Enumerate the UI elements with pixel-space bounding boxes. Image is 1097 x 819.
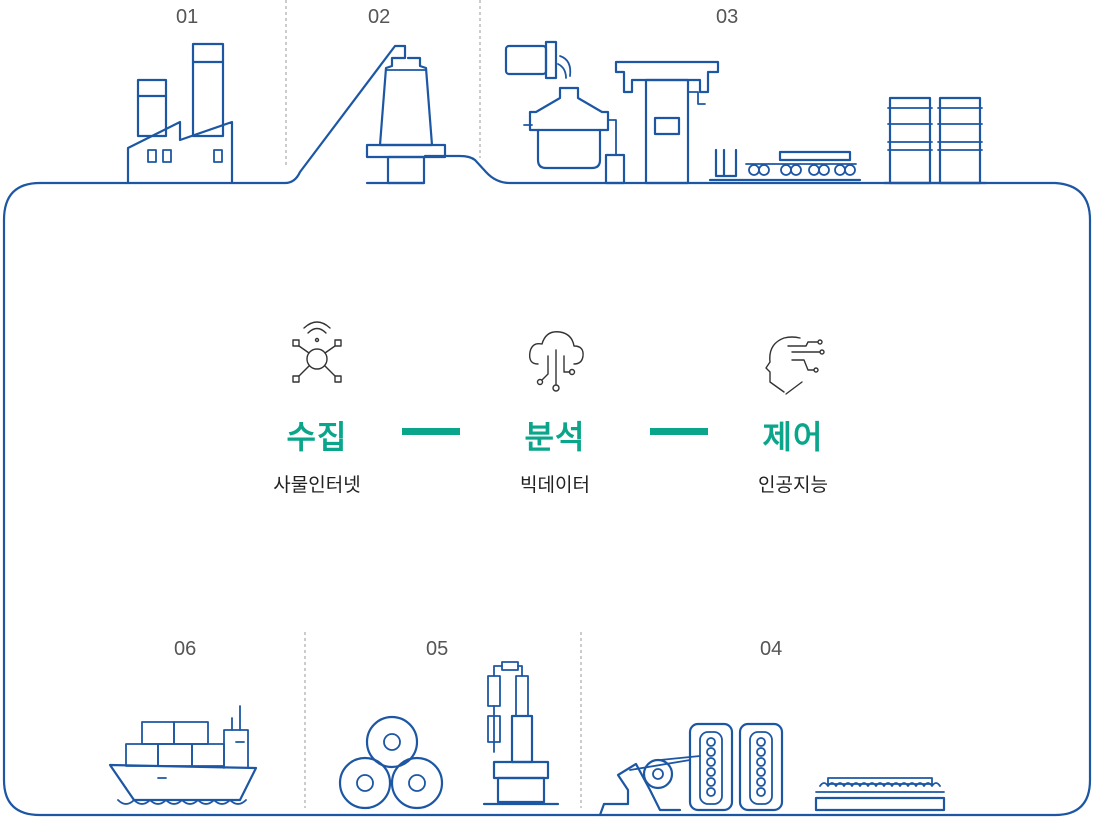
stage-number-01: 01 [176,6,199,28]
roller-line-icon [708,148,862,182]
digester-tower-icon [365,44,447,185]
stage-number-02: 02 [368,6,391,28]
winder-machine-icon [598,722,784,817]
press-machine-icon [614,60,720,185]
step-collect: 수집 사물인터넷 [237,412,397,497]
cargo-ship-icon [108,705,258,805]
pulping-equipment-icon [504,40,626,185]
stage-number-06: 06 [174,638,197,660]
stage-number-05: 05 [426,638,449,660]
ai-head-icon [765,336,825,395]
step-control: 제어 인공지능 [713,412,873,497]
paper-rolls-icon [338,715,444,810]
stage-number-03: 03 [716,6,739,28]
cloud-data-icon [528,331,584,392]
stage-number-04: 04 [760,638,783,660]
connector-analyze-control [650,428,708,435]
step-analyze-subtitle: 빅데이터 [520,474,590,496]
step-control-title: 제어 [762,418,824,456]
iot-sensor-icon [292,321,342,383]
factory-icon [126,42,234,185]
step-collect-title: 수집 [286,418,348,456]
storage-tanks-icon [882,96,988,185]
step-collect-subtitle: 사물인터넷 [273,474,361,496]
step-control-subtitle: 인공지능 [758,474,828,496]
step-analyze: 분석 빅데이터 [475,412,635,497]
step-analyze-title: 분석 [524,418,586,456]
conveyor-table-icon [814,777,946,812]
flow-frame-line [2,154,1092,817]
connector-collect-analyze [402,428,460,435]
slitter-machine-icon [482,661,560,806]
flow-frame-left-join [230,44,407,185]
